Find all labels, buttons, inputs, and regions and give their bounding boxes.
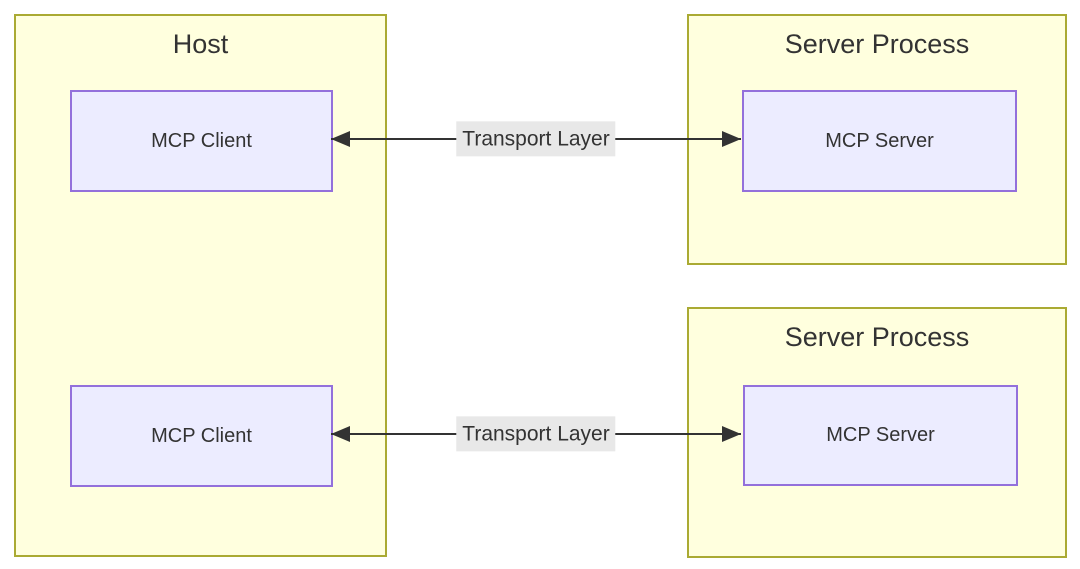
mcp-server-label-1: MCP Server <box>825 129 934 152</box>
transport-edge-label-1: Transport Layer <box>456 121 616 157</box>
server-process-title-1: Server Process <box>784 29 970 59</box>
server-process-title-2: Server Process <box>784 322 970 352</box>
transport-edge-label-2: Transport Layer <box>456 416 616 452</box>
mcp-client-label-1: MCP Client <box>151 129 252 152</box>
mcp-server-node-1: MCP Server <box>742 90 1017 192</box>
mcp-server-label-2: MCP Server <box>826 424 935 446</box>
mcp-client-node-2: MCP Client <box>70 385 333 487</box>
arrow-left-icon-1 <box>331 131 350 147</box>
mcp-client-label-2: MCP Client <box>151 424 252 447</box>
mcp-server-node-2: MCP Server <box>743 385 1018 486</box>
arrow-right-icon-2 <box>722 426 741 442</box>
arrow-left-icon-2 <box>331 426 350 442</box>
host-title: Host <box>172 29 229 59</box>
mcp-client-node-1: MCP Client <box>70 90 333 192</box>
server-process-container-1: Server Process MCP Server <box>687 14 1067 265</box>
server-process-container-2: Server Process MCP Server <box>687 307 1067 558</box>
arrow-right-icon-1 <box>722 131 741 147</box>
host-container: Host MCP Client MCP Client <box>14 14 387 557</box>
